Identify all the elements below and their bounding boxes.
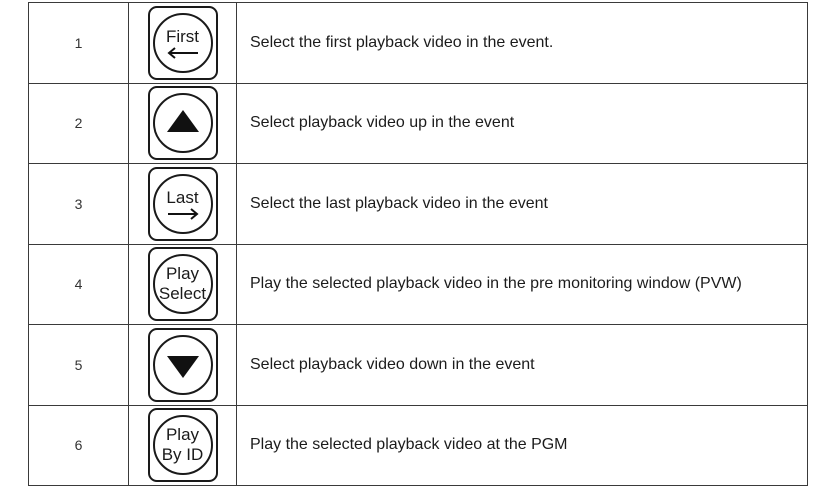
row-number: 3 xyxy=(28,163,129,245)
row-number: 1 xyxy=(28,2,129,84)
row-description: Play the selected playback video at the … xyxy=(236,404,808,486)
play-select-button: Play Select xyxy=(147,247,218,322)
table-row: 4 Play Select Play the selected playback… xyxy=(28,243,808,325)
up-button xyxy=(147,86,218,161)
triangle-up-icon xyxy=(166,110,199,133)
button-cell xyxy=(128,82,237,164)
left-arrow-icon xyxy=(166,46,200,59)
table-row: 2 Select playback video up in the event xyxy=(28,82,808,164)
row-description: Select the last playback video in the ev… xyxy=(236,163,808,245)
down-button xyxy=(147,327,218,402)
row-number: 2 xyxy=(28,82,129,164)
button-label: Select xyxy=(158,284,207,304)
triangle-down-icon xyxy=(166,355,199,378)
play-by-id-button: Play By ID xyxy=(147,408,218,483)
button-cell xyxy=(128,324,237,406)
right-arrow-icon xyxy=(166,207,200,220)
button-cell: First xyxy=(128,2,237,84)
row-description: Select the first playback video in the e… xyxy=(236,2,808,84)
button-cell: Play Select xyxy=(128,243,237,325)
row-number: 6 xyxy=(28,404,129,486)
row-number: 5 xyxy=(28,324,129,406)
table-row: 1 First Select the first playback vide xyxy=(28,2,808,84)
last-button: Last xyxy=(147,166,218,241)
table-row: 6 Play By ID Play the selected playback … xyxy=(28,404,808,486)
button-cell: Play By ID xyxy=(128,404,237,486)
button-label: First xyxy=(165,26,200,46)
button-label: By ID xyxy=(161,445,204,465)
row-description: Select playback video down in the event xyxy=(236,324,808,406)
table-row: 3 Last Select the last playback video xyxy=(28,163,808,245)
button-cell: Last xyxy=(128,163,237,245)
button-label: Play xyxy=(165,425,200,445)
table-row: 5 Select playback video down in the even… xyxy=(28,324,808,406)
row-description: Select playback video up in the event xyxy=(236,82,808,164)
row-description: Play the selected playback video in the … xyxy=(236,243,808,325)
button-label: Last xyxy=(166,187,199,207)
button-reference-table: 1 First Select the first playback vide xyxy=(28,2,808,486)
first-button: First xyxy=(147,5,218,80)
button-label: Play xyxy=(165,264,200,284)
row-number: 4 xyxy=(28,243,129,325)
